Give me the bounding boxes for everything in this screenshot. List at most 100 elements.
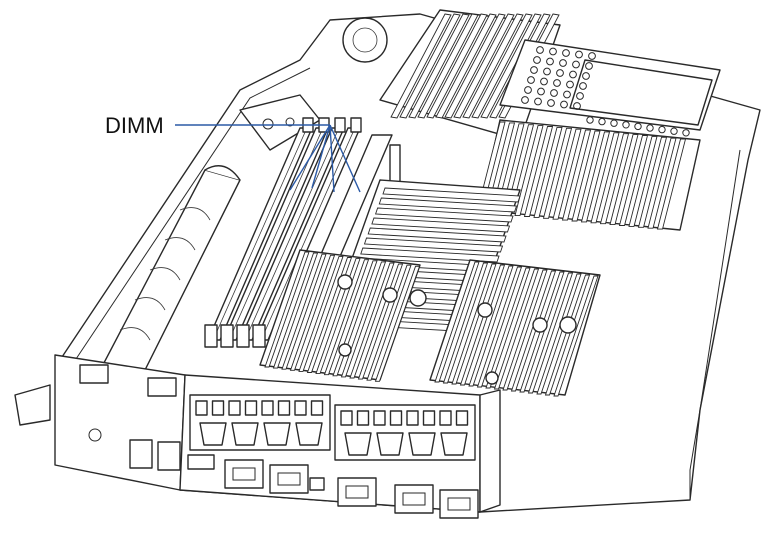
bga-ball bbox=[579, 82, 587, 90]
bga-ball bbox=[582, 72, 590, 80]
bga-ball bbox=[670, 127, 678, 135]
port-connector bbox=[231, 422, 259, 446]
callout-leader-line bbox=[289, 124, 331, 191]
heatsink-fin bbox=[408, 13, 470, 119]
port-connector bbox=[408, 432, 436, 456]
port-latch bbox=[340, 410, 353, 426]
heatsink-fin bbox=[298, 255, 344, 372]
bga-ball bbox=[658, 125, 666, 134]
port-latch bbox=[310, 400, 324, 416]
heatsink-fin bbox=[323, 259, 370, 376]
port-latch bbox=[389, 410, 403, 426]
sfp-port bbox=[157, 441, 181, 471]
heatsink-fin bbox=[374, 207, 514, 223]
heatsink-fin bbox=[580, 131, 611, 223]
heatsink-fin bbox=[435, 13, 497, 119]
heatsink-fin bbox=[340, 261, 387, 378]
bga-ball bbox=[562, 49, 570, 57]
port-latch bbox=[261, 400, 274, 416]
heatsink-fin bbox=[542, 127, 573, 219]
heatsink-fin bbox=[476, 266, 523, 388]
rj45-ports bbox=[224, 459, 479, 519]
bga-ball bbox=[563, 90, 571, 99]
rj45-jack bbox=[447, 497, 471, 511]
bga-ball bbox=[622, 121, 630, 129]
heatsink-fin bbox=[553, 275, 599, 397]
bga-ball bbox=[533, 56, 541, 64]
port-latch bbox=[422, 410, 436, 426]
port-latch bbox=[294, 400, 307, 416]
port-latch bbox=[356, 410, 370, 426]
bga-ball bbox=[598, 117, 606, 126]
fan-duct bbox=[94, 94, 321, 391]
port-latch bbox=[439, 410, 452, 426]
dimm-latch bbox=[334, 117, 346, 133]
rj45-port bbox=[269, 464, 309, 494]
heatsink-fin bbox=[637, 136, 668, 228]
heatsink-fin bbox=[462, 13, 524, 119]
dimm-latch bbox=[389, 144, 401, 186]
bga-ball bbox=[521, 96, 529, 104]
port-latch bbox=[455, 410, 469, 426]
top-heatsink bbox=[379, 9, 561, 141]
bga-ball bbox=[682, 129, 690, 137]
left-card-heatsink bbox=[259, 249, 421, 382]
heatsink-fin bbox=[281, 253, 327, 370]
capacitor bbox=[342, 17, 388, 63]
bga-ball bbox=[566, 80, 574, 89]
bga-ball bbox=[610, 119, 618, 127]
heatsink-fin bbox=[272, 252, 319, 369]
heatsink-fin bbox=[367, 227, 507, 243]
bga-ball bbox=[536, 46, 544, 54]
callout-leader-line bbox=[311, 124, 331, 189]
bga-ball bbox=[550, 89, 558, 97]
bga-ball bbox=[634, 122, 642, 131]
heatsink-fin bbox=[533, 126, 563, 218]
heatsink-fin bbox=[656, 138, 687, 230]
heatsink-fin bbox=[561, 129, 592, 221]
callout-leader-line bbox=[329, 124, 335, 193]
bga-ball bbox=[553, 79, 561, 87]
heatsink-fin bbox=[371, 217, 511, 233]
heatsink-fin bbox=[647, 137, 677, 229]
heatsink-fin bbox=[493, 268, 540, 390]
port-latch bbox=[277, 400, 291, 416]
bga-ball bbox=[646, 124, 654, 132]
dimm-callout: DIMM bbox=[105, 113, 361, 193]
bga-ball bbox=[534, 97, 542, 106]
bga-ball bbox=[547, 99, 555, 107]
heatsink-fin bbox=[628, 135, 658, 227]
heatsink-fin bbox=[571, 130, 601, 222]
heatsink-fin bbox=[544, 274, 591, 396]
rj45-port bbox=[337, 477, 377, 507]
bga-ball bbox=[572, 60, 580, 69]
dimm-edge bbox=[261, 129, 355, 339]
port-connector bbox=[376, 432, 404, 456]
heatsink-fin bbox=[360, 247, 500, 263]
heatsink-fin bbox=[366, 264, 412, 381]
bga-ball bbox=[559, 59, 567, 67]
heatsink-fin bbox=[485, 267, 531, 389]
port-latch bbox=[373, 410, 386, 426]
heatsink-fin bbox=[527, 272, 574, 394]
io-port-blocks bbox=[129, 394, 476, 491]
rj45-jack bbox=[232, 467, 256, 481]
bga-ball bbox=[546, 57, 554, 66]
right-card-heatsink bbox=[409, 259, 601, 397]
bga-ball bbox=[575, 50, 583, 59]
bga-ball bbox=[524, 86, 532, 94]
heatsink-fin bbox=[599, 133, 630, 225]
led-indicator bbox=[309, 477, 325, 491]
dimm-latch bbox=[236, 324, 250, 348]
heatsink-fin bbox=[523, 126, 554, 217]
bga-ball bbox=[576, 92, 584, 100]
bga-ball bbox=[549, 47, 557, 56]
heatsink-fin bbox=[378, 197, 518, 213]
heatsink-fin bbox=[552, 128, 582, 220]
rj45-port bbox=[224, 459, 264, 489]
port-connector bbox=[344, 432, 372, 456]
bga-ball bbox=[573, 102, 581, 110]
rj45-port bbox=[394, 484, 434, 514]
